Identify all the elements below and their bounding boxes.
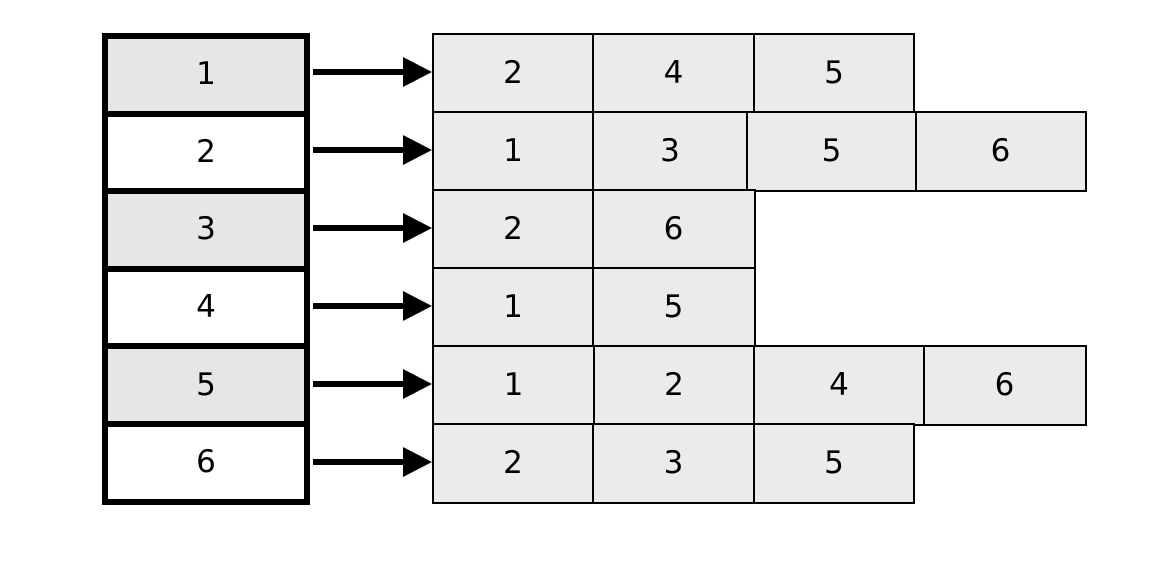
adjacency-cell[interactable]: 2 xyxy=(432,33,594,114)
arrow-shaft xyxy=(313,303,408,309)
arrow-from-vertex-4 xyxy=(313,291,432,321)
adjacency-cell[interactable]: 4 xyxy=(753,345,925,426)
adjacency-cell[interactable]: 1 xyxy=(432,267,594,348)
arrow-shaft xyxy=(313,381,408,387)
adjacency-cell[interactable]: 1 xyxy=(432,111,594,192)
vertex-cell-5[interactable]: 5 xyxy=(108,349,304,421)
vertex-cell-4[interactable]: 4 xyxy=(108,271,304,344)
adjacency-cell[interactable]: 5 xyxy=(753,423,915,504)
arrow-head-icon xyxy=(403,369,432,399)
vertex-cell-1[interactable]: 1 xyxy=(108,39,304,111)
arrow-from-vertex-3 xyxy=(313,213,432,243)
adjacency-cell[interactable]: 3 xyxy=(591,111,749,192)
arrow-from-vertex-2 xyxy=(313,135,432,165)
vertex-cell-6[interactable]: 6 xyxy=(108,426,304,499)
arrow-shaft xyxy=(313,225,408,231)
arrow-from-vertex-1 xyxy=(313,57,432,87)
adjacency-cell[interactable]: 2 xyxy=(592,345,756,426)
adjacency-cell[interactable]: 6 xyxy=(922,345,1087,426)
arrow-from-vertex-5 xyxy=(313,369,432,399)
adjacency-cell[interactable]: 6 xyxy=(914,111,1087,192)
adjacency-cell[interactable]: 4 xyxy=(591,33,756,114)
adjacency-cell[interactable]: 5 xyxy=(591,267,756,348)
vertex-cell-3[interactable]: 3 xyxy=(108,194,304,266)
adjacency-cell[interactable]: 5 xyxy=(753,33,915,114)
adjacency-cell[interactable]: 1 xyxy=(432,345,595,426)
arrow-head-icon xyxy=(403,291,432,321)
adjacency-cell[interactable]: 2 xyxy=(432,423,594,504)
adjacency-cell[interactable]: 5 xyxy=(746,111,917,192)
adjacency-cell[interactable]: 3 xyxy=(591,423,756,504)
arrow-shaft xyxy=(313,69,408,75)
arrow-head-icon xyxy=(403,135,432,165)
arrow-shaft xyxy=(313,147,408,153)
arrow-head-icon xyxy=(403,213,432,243)
arrow-from-vertex-6 xyxy=(313,447,432,477)
arrow-shaft xyxy=(313,459,408,465)
arrow-head-icon xyxy=(403,57,432,87)
arrow-head-icon xyxy=(403,447,432,477)
vertex-cell-2[interactable]: 2 xyxy=(108,116,304,189)
adjacency-cell[interactable]: 2 xyxy=(432,189,594,270)
adjacency-cell[interactable]: 6 xyxy=(591,189,756,270)
